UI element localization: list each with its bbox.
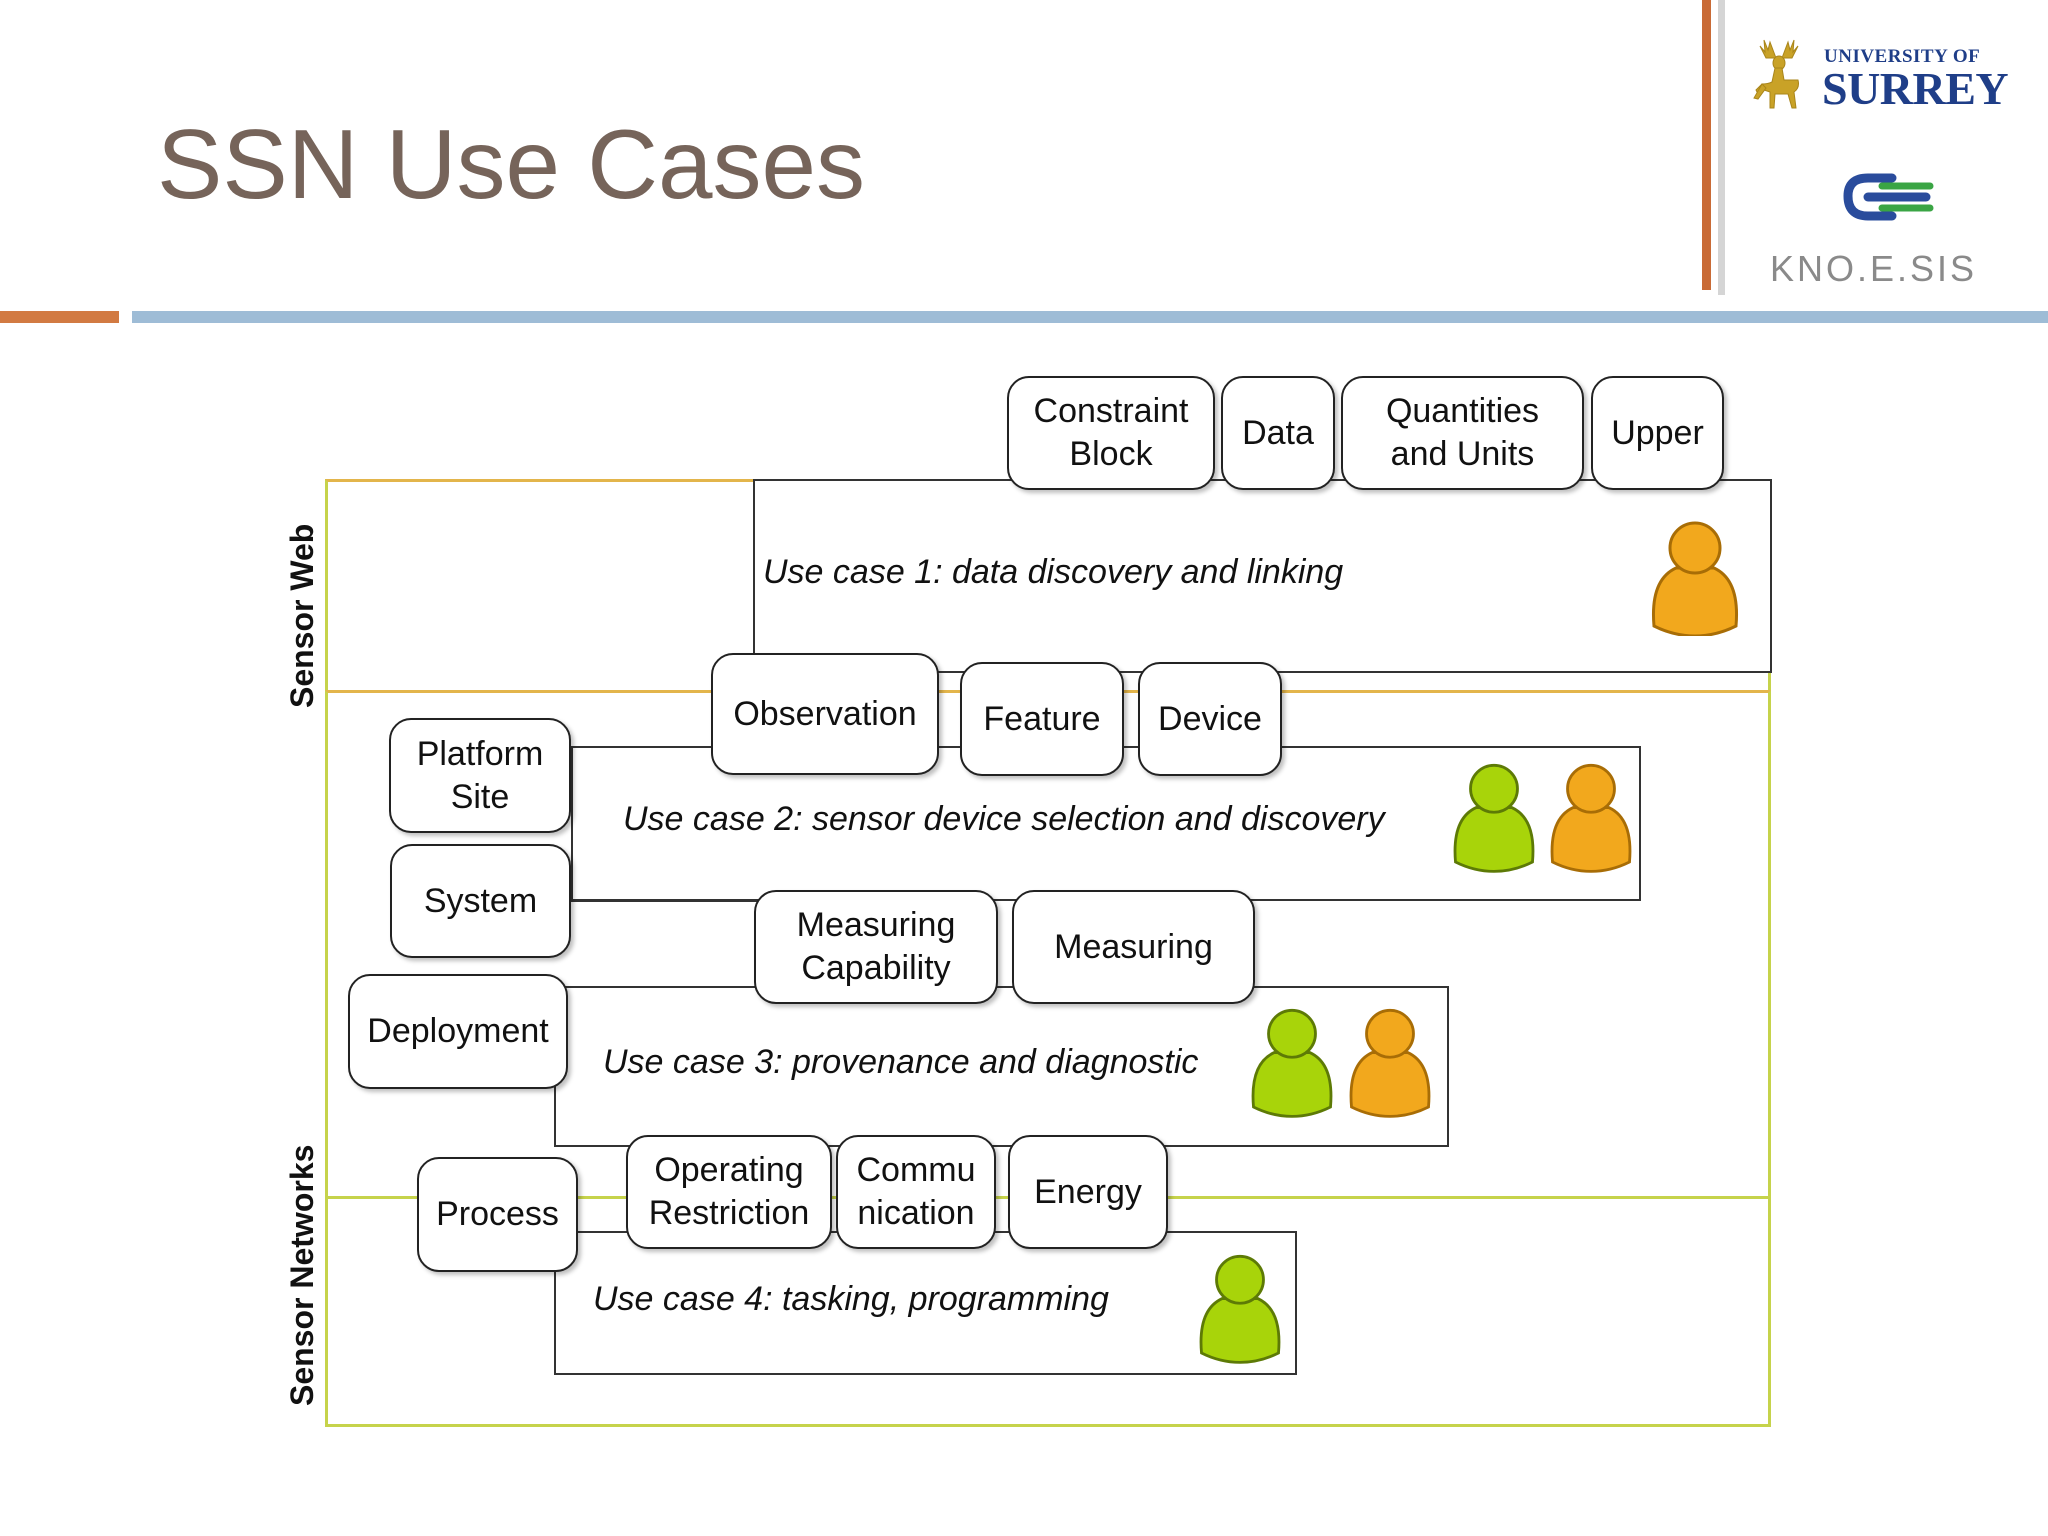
- surrey-logo-main: SURREY: [1822, 63, 2009, 114]
- actor-orange-icon: [1349, 1008, 1431, 1118]
- header-rule-blue: [132, 311, 2048, 323]
- concept-data: Data: [1221, 376, 1335, 490]
- sensor-networks-band: [325, 690, 1771, 1427]
- use-case-2-box: [571, 746, 1641, 901]
- use-case-2-label: Use case 2: sensor device selection and …: [623, 800, 1385, 838]
- use-case-4-box: [554, 1231, 1297, 1375]
- use-case-3-box: [554, 986, 1449, 1147]
- header-rule-orange: [0, 311, 119, 323]
- concept-device: Device: [1138, 662, 1282, 776]
- use-case-1-box: [753, 479, 1772, 673]
- page-title: SSN Use Cases: [157, 109, 866, 219]
- sensor-web-band: [325, 479, 1771, 693]
- knoesis-wordmark: KNO.E.SIS: [1770, 248, 1978, 289]
- knoesis-logo: KNO.E.SIS: [1760, 172, 2010, 292]
- stag-icon: [1753, 39, 1799, 109]
- concept-feature: Feature: [960, 662, 1124, 776]
- use-case-4-label: Use case 4: tasking, programming: [593, 1280, 1109, 1318]
- sensor-web-label: Sensor Web: [284, 523, 320, 708]
- concept-quantities-and-units: Quantities and Units: [1341, 376, 1584, 490]
- actor-green-icon: [1453, 763, 1535, 873]
- use-case-1-label: Use case 1: data discovery and linking: [763, 553, 1344, 591]
- band-divider: [325, 1196, 1771, 1199]
- concept-energy: Energy: [1008, 1135, 1168, 1249]
- concept-observation: Observation: [711, 653, 939, 775]
- actor-green-icon: [1199, 1254, 1281, 1364]
- concept-platform-site: Platform Site: [389, 718, 571, 833]
- concept-upper: Upper: [1591, 376, 1724, 490]
- use-case-3-label: Use case 3: provenance and diagnostic: [603, 1043, 1199, 1081]
- concept-communication: Commu nication: [836, 1135, 996, 1249]
- concept-constraint-block: Constraint Block: [1007, 376, 1215, 490]
- surrey-logo-top: UNIVERSITY OF: [1824, 46, 1981, 67]
- knoesis-e-icon: [1843, 173, 1934, 221]
- actor-orange-icon: [1651, 521, 1739, 636]
- logo-divider-orange: [1702, 0, 1711, 290]
- actor-green-icon: [1251, 1008, 1333, 1118]
- logo-divider-grey: [1718, 0, 1725, 295]
- concept-deployment: Deployment: [348, 974, 568, 1089]
- surrey-logo: UNIVERSITY OF SURREY: [1748, 36, 2009, 116]
- concept-process: Process: [417, 1157, 578, 1272]
- concept-measuring-capability: Measuring Capability: [754, 890, 998, 1004]
- concept-operating-restriction: Operating Restriction: [626, 1135, 832, 1249]
- connector-line: [571, 900, 765, 902]
- sensor-networks-label: Sensor Networks: [284, 1144, 320, 1406]
- concept-measuring: Measuring: [1012, 890, 1255, 1004]
- actor-orange-icon: [1550, 763, 1632, 873]
- concept-system: System: [390, 844, 571, 958]
